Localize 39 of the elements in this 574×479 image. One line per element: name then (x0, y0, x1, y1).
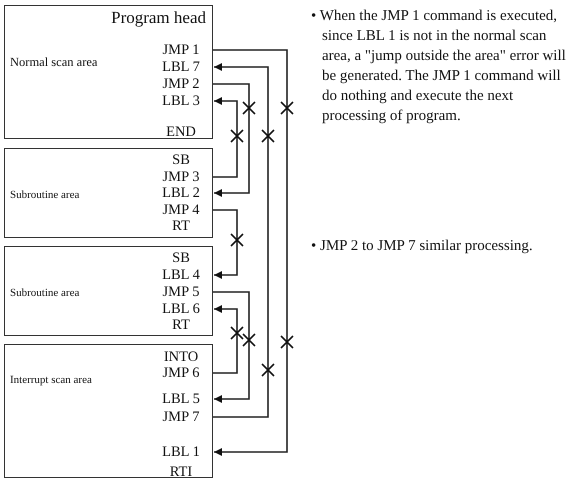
instruction-label: SB (172, 250, 190, 266)
instruction-label: JMP 3 (162, 170, 200, 184)
instruction-label: END (166, 124, 196, 140)
jump-arrow (213, 49, 288, 456)
instruction-label: RT (172, 318, 190, 332)
program-area-box (4, 5, 213, 139)
area-name: Subroutine area (10, 288, 80, 298)
instruction-label: JMP 5 (162, 284, 200, 300)
note-text: • JMP 2 to JMP 7 similar processing. (311, 237, 534, 256)
area-name: Normal scan area (10, 56, 98, 68)
jump-arrow (213, 305, 238, 374)
note-text: • When the JMP 1 command is executed, since LBL 1 is not in the normal scan area, a "jump outside the area" error will be generated. The JMP 1 command will do nothing and execute the next processing of program. (311, 7, 566, 126)
jump-arrow (213, 209, 238, 279)
instruction-label: LBL 6 (162, 302, 200, 316)
instruction-label: JMP 4 (162, 202, 200, 218)
instruction-label: JMP 1 (162, 42, 200, 58)
instruction-label: LBL 5 (162, 392, 200, 406)
instruction-label: LBL 4 (162, 268, 200, 282)
instruction-label: INTO (164, 350, 198, 364)
instruction-label: JMP 7 (162, 410, 200, 424)
jump-arrow (213, 83, 250, 197)
instruction-label: LBL 1 (162, 444, 200, 460)
jump-arrow (213, 291, 250, 403)
area-name: Interrupt scan area (10, 374, 92, 386)
program-area-box (4, 148, 213, 238)
program-area-box (4, 344, 213, 478)
program-area-box (4, 246, 213, 336)
instruction-label: SB (172, 152, 190, 168)
instruction-label: LBL 3 (162, 94, 200, 108)
instruction-label: LBL 7 (162, 60, 200, 74)
area-heading: Program head (111, 8, 206, 26)
instruction-label: JMP 6 (162, 366, 200, 380)
instruction-label: JMP 2 (162, 76, 200, 92)
jump-arrow (213, 97, 238, 178)
area-name: Subroutine area (10, 190, 80, 200)
instruction-label: RTI (170, 464, 192, 479)
instruction-label: LBL 2 (162, 186, 200, 200)
jump-arrow (213, 63, 269, 418)
instruction-label: RT (172, 218, 190, 234)
